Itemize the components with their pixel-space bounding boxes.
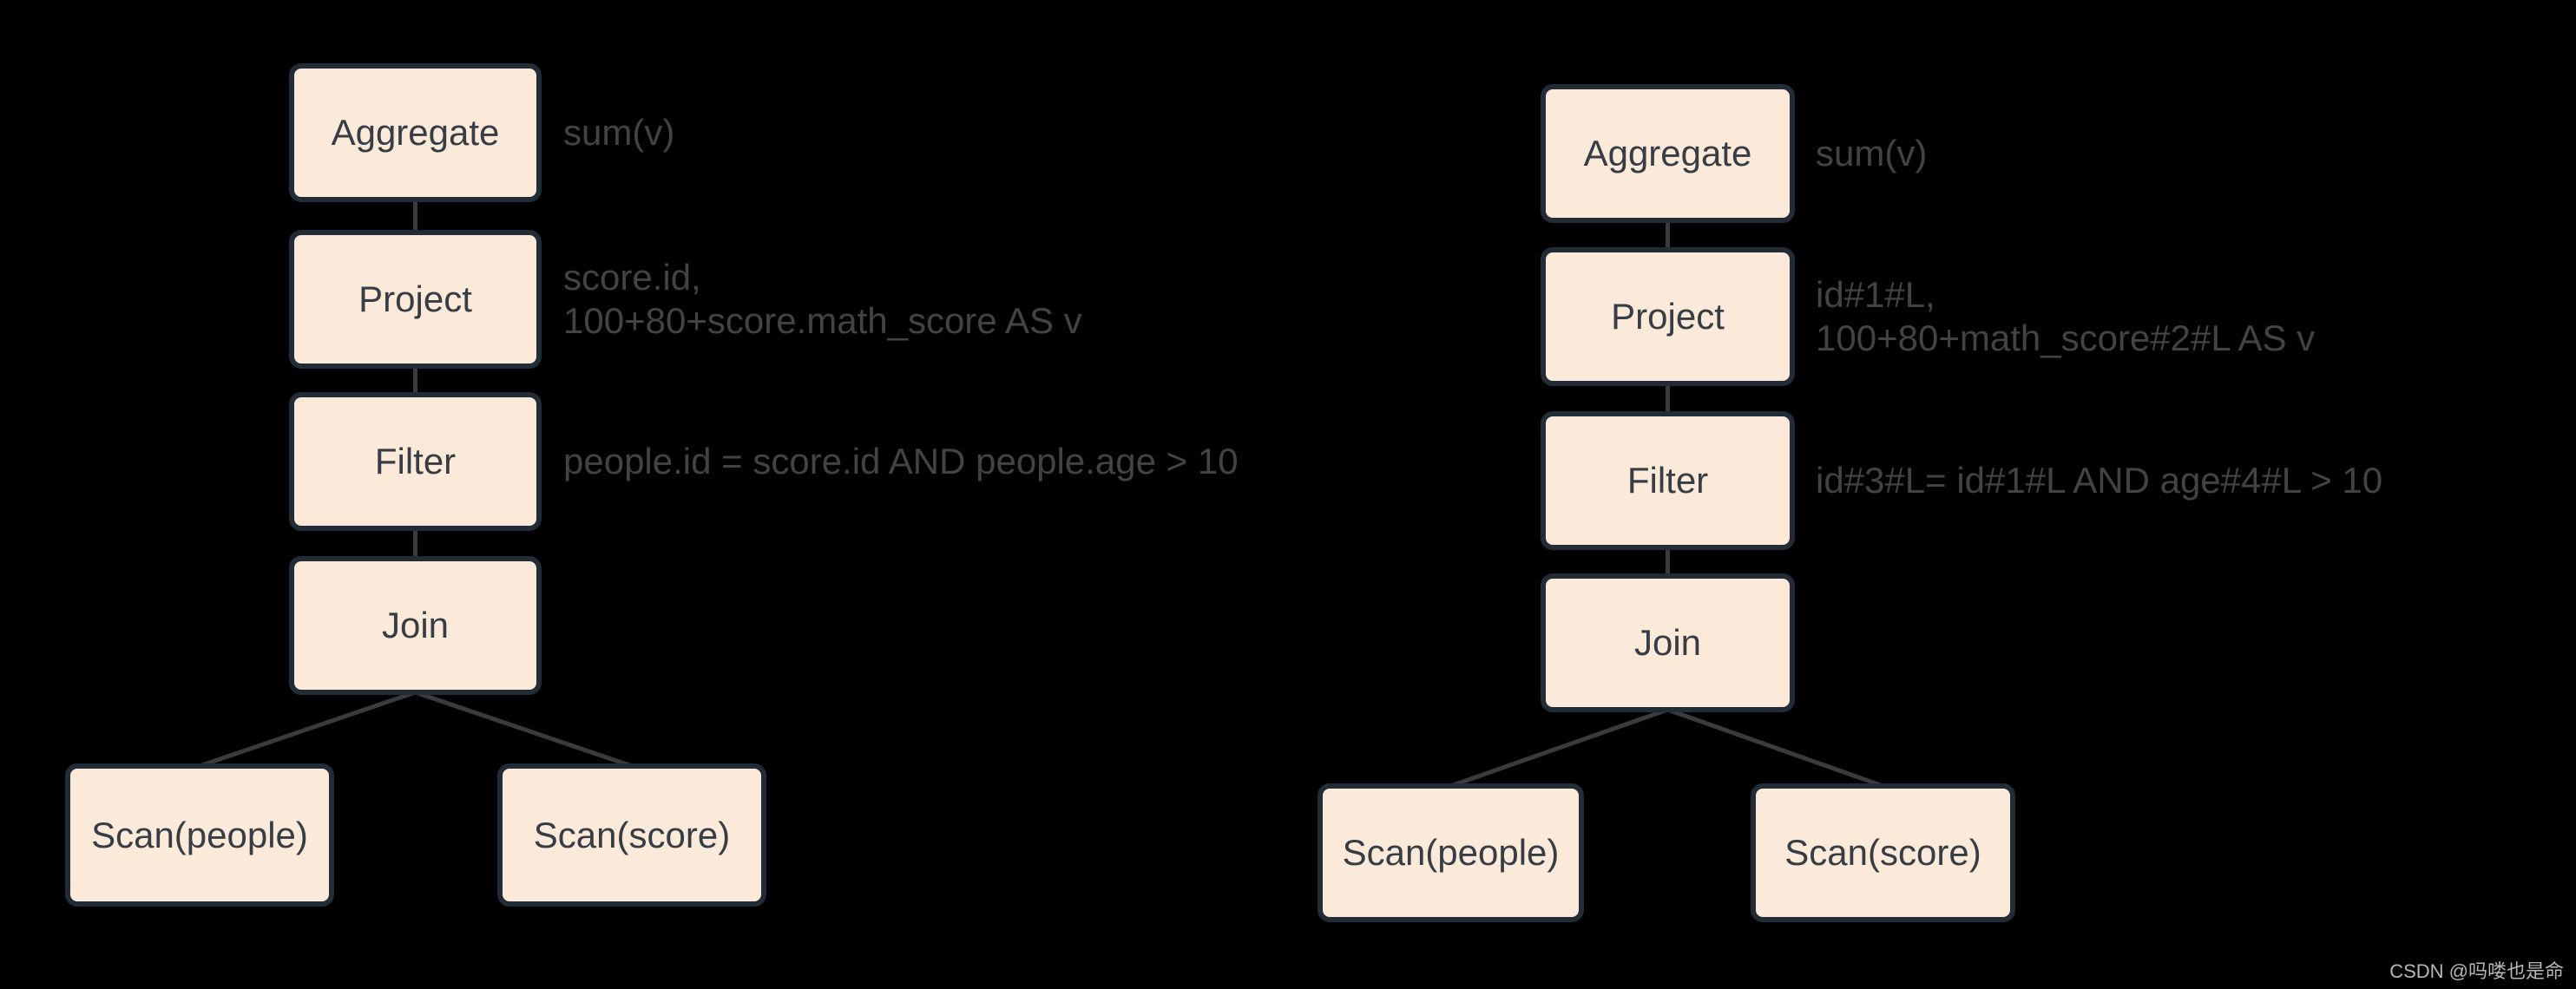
annotation-project-left: score.id, 100+80+score.math_score AS v [563,230,1082,369]
node-aggregate-right: Aggregate [1541,84,1795,223]
node-filter-right-label: Filter [1626,460,1709,501]
annotation-filter-left: people.id = score.id AND people.age > 10 [563,392,1239,531]
node-scan-people-left: Scan(people) [65,763,334,907]
annotation-project-left-line1: score.id, [563,257,701,298]
annotation-filter-right: id#3#L= id#1#L AND age#4#L > 10 [1816,411,2382,550]
annotation-project-right-line2: 100+80+math_score#2#L AS v [1816,318,2316,358]
node-aggregate-left: Aggregate [289,63,542,202]
annotation-aggregate-right-text: sum(v) [1816,133,1928,174]
node-join-left-label: Join [381,605,450,645]
annotation-aggregate-right: sum(v) [1816,84,1927,223]
annotation-aggregate-left: sum(v) [563,63,674,202]
node-project-left: Project [289,230,542,369]
node-aggregate-left-label: Aggregate [331,112,500,153]
annotation-filter-right-text: id#3#L= id#1#L AND age#4#L > 10 [1816,460,2383,501]
node-filter-left: Filter [289,392,542,531]
node-join-right: Join [1541,573,1795,712]
node-filter-left-label: Filter [374,441,457,481]
node-scan-score-right: Scan(score) [1751,783,2015,922]
node-scan-score-left: Scan(score) [497,763,766,907]
annotation-project-right-line1: id#1#L, [1816,274,1935,315]
csdn-watermark: CSDN @吗喽也是命 [2389,960,2564,982]
node-filter-right: Filter [1541,411,1795,550]
node-join-left: Join [289,556,542,695]
node-scan-people-right: Scan(people) [1318,783,1584,922]
node-scan-score-right-label: Scan(score) [1784,832,1981,873]
annotation-filter-left-text: people.id = score.id AND people.age > 10 [563,441,1239,481]
node-scan-score-left-label: Scan(score) [533,814,731,855]
node-aggregate-right-label: Aggregate [1583,133,1752,174]
node-join-right-label: Join [1633,622,1702,663]
node-project-right-label: Project [1611,296,1725,337]
annotation-project-right: id#1#L, 100+80+math_score#2#L AS v [1816,247,2315,386]
annotation-aggregate-left-text: sum(v) [563,112,675,153]
node-project-right: Project [1541,247,1795,386]
annotation-project-left-line2: 100+80+score.math_score AS v [563,300,1082,341]
node-scan-people-right-label: Scan(people) [1342,832,1560,873]
node-project-left-label: Project [358,278,472,319]
node-scan-people-left-label: Scan(people) [91,814,308,855]
